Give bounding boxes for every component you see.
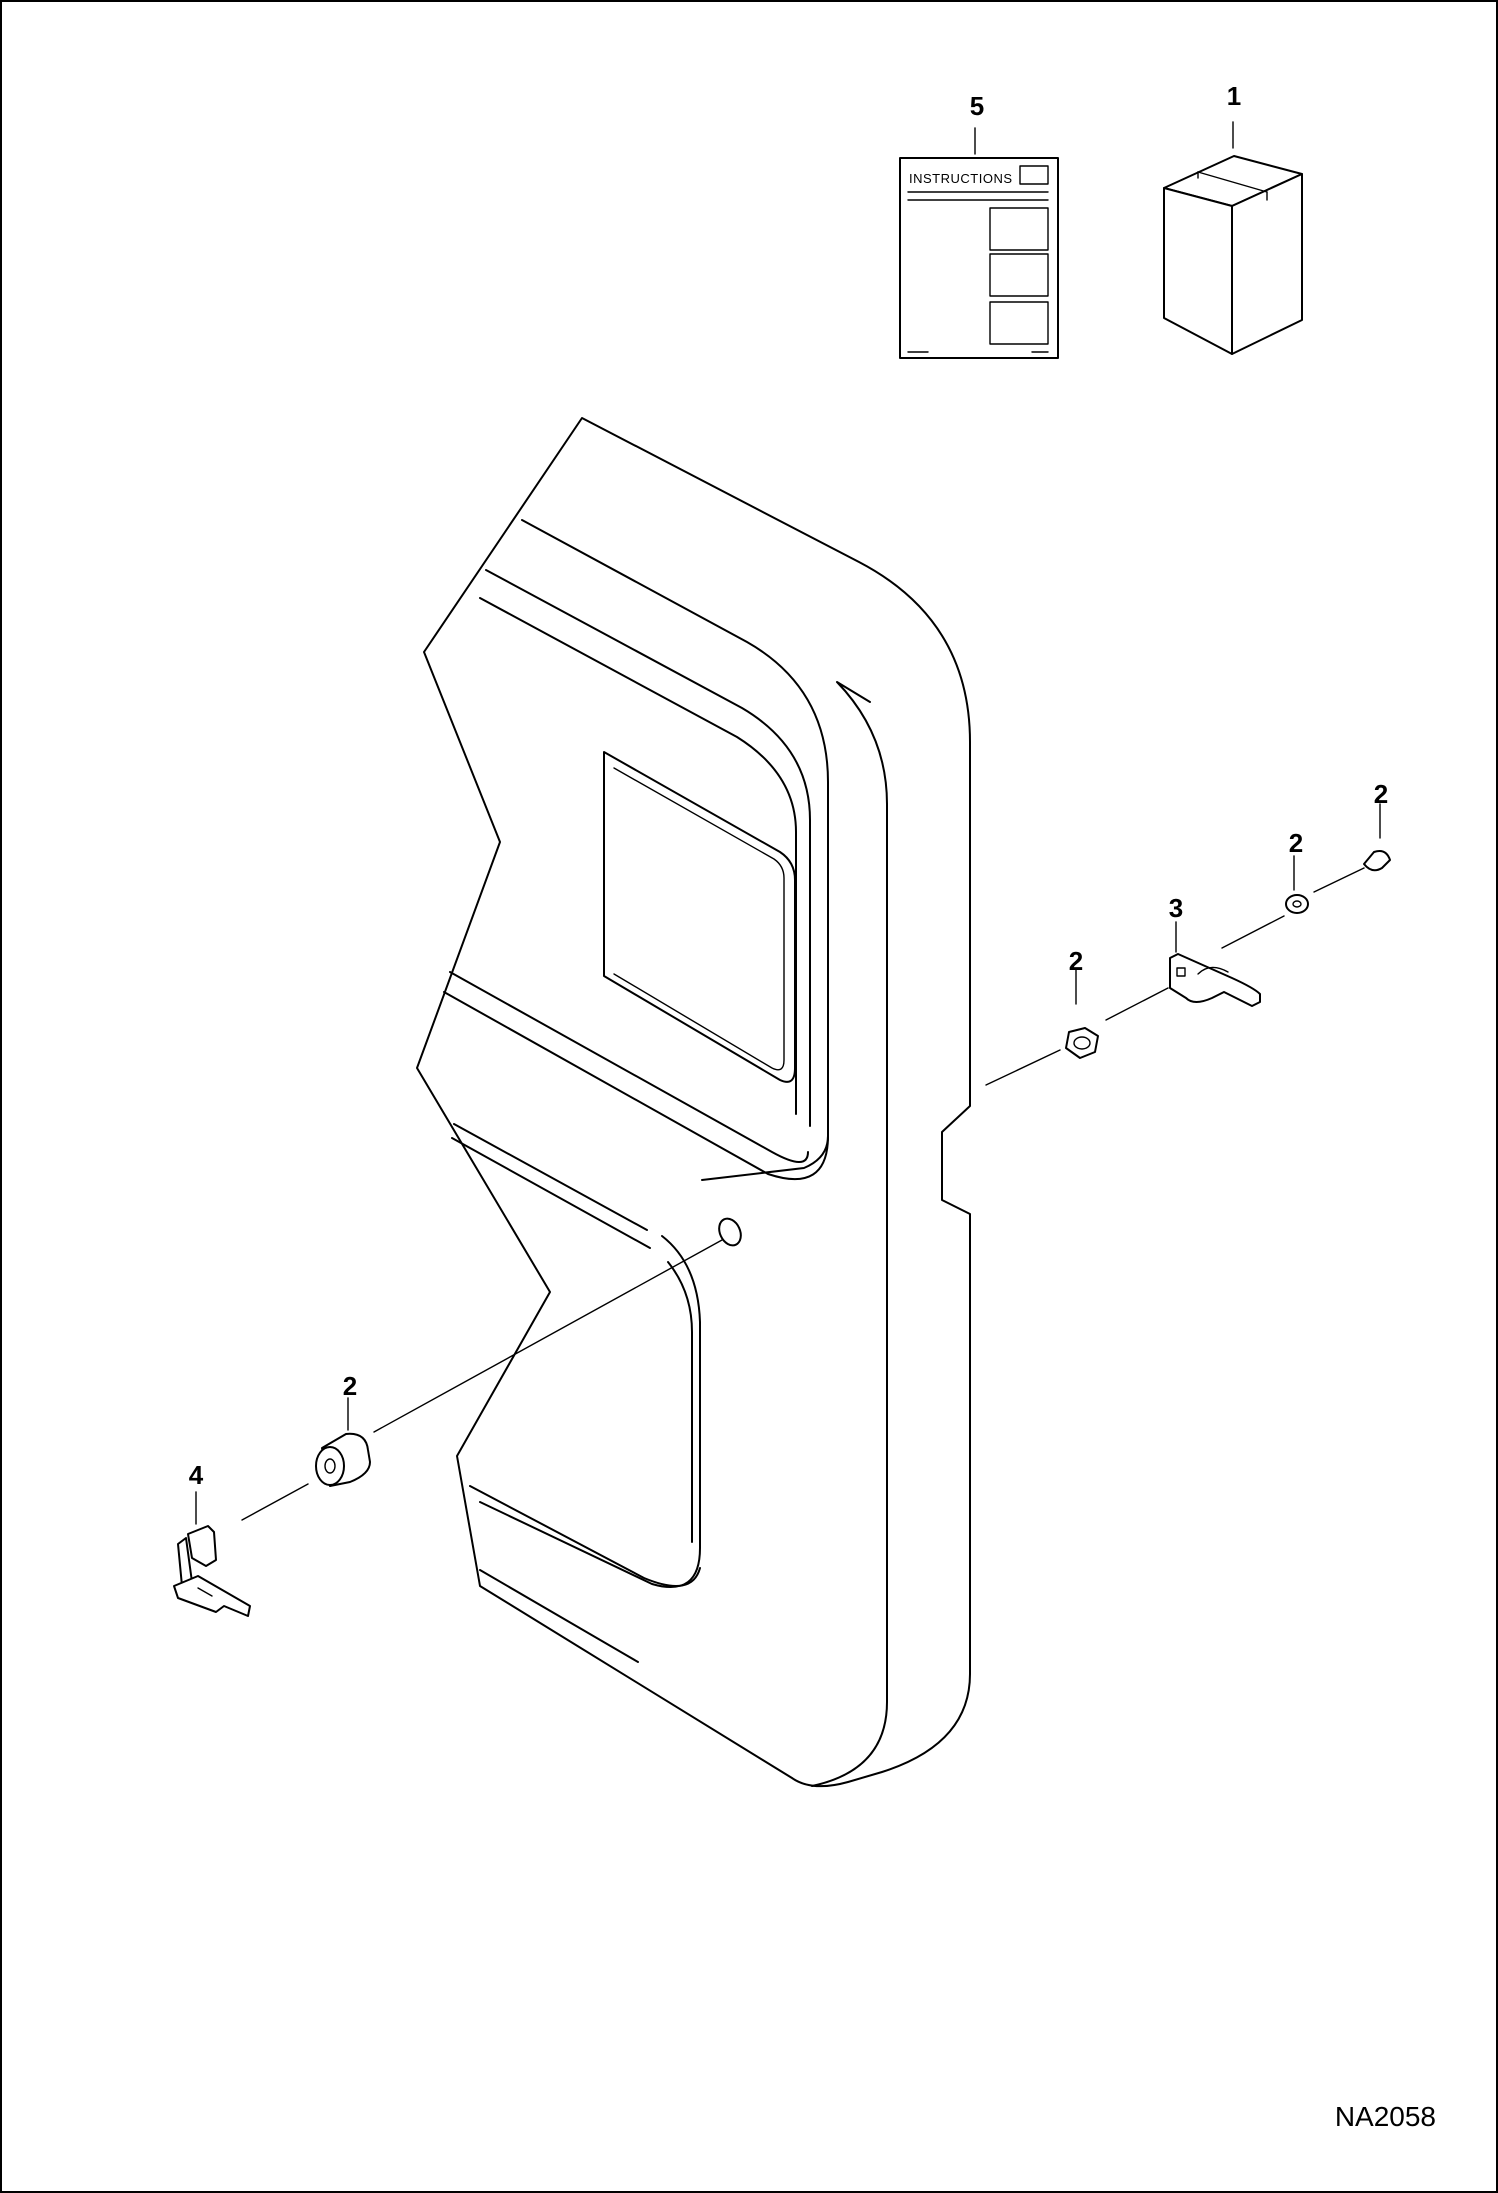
leader-cam-to-washer — [1221, 915, 1285, 949]
washer-icon — [1285, 894, 1309, 914]
door-panel — [416, 417, 971, 1788]
callout-4: 4 — [189, 1460, 204, 1490]
instructions-sheet-icon: INSTRUCTIONS — [899, 157, 1059, 359]
callout-2b: 2 — [343, 1371, 357, 1401]
kit-box-icon — [1163, 155, 1303, 355]
hex-nut-icon — [1065, 1027, 1099, 1059]
callout-1: 1 — [1227, 81, 1241, 111]
screw-icon — [1363, 850, 1391, 872]
leader-washer-to-screw — [1313, 867, 1365, 893]
lock-cylinder-icon — [315, 1432, 371, 1487]
drawing-number: NA2058 — [1334, 2101, 1436, 2132]
key-icon — [173, 1525, 251, 1617]
callout-2a: 2 — [1069, 946, 1083, 976]
leader-panel-to-nut — [985, 1049, 1061, 1086]
leader-cylinder-to-key — [241, 1483, 309, 1521]
callout-2d: 2 — [1374, 779, 1388, 809]
leader-nut-to-cam — [1105, 987, 1169, 1021]
callout-3: 3 — [1169, 893, 1183, 923]
leader-hole-to-cylinder — [373, 1239, 723, 1433]
instructions-title: INSTRUCTIONS — [909, 171, 1013, 186]
cam-latch-icon — [1169, 953, 1261, 1007]
callout-2c: 2 — [1289, 828, 1303, 858]
callout-5: 5 — [970, 91, 984, 121]
